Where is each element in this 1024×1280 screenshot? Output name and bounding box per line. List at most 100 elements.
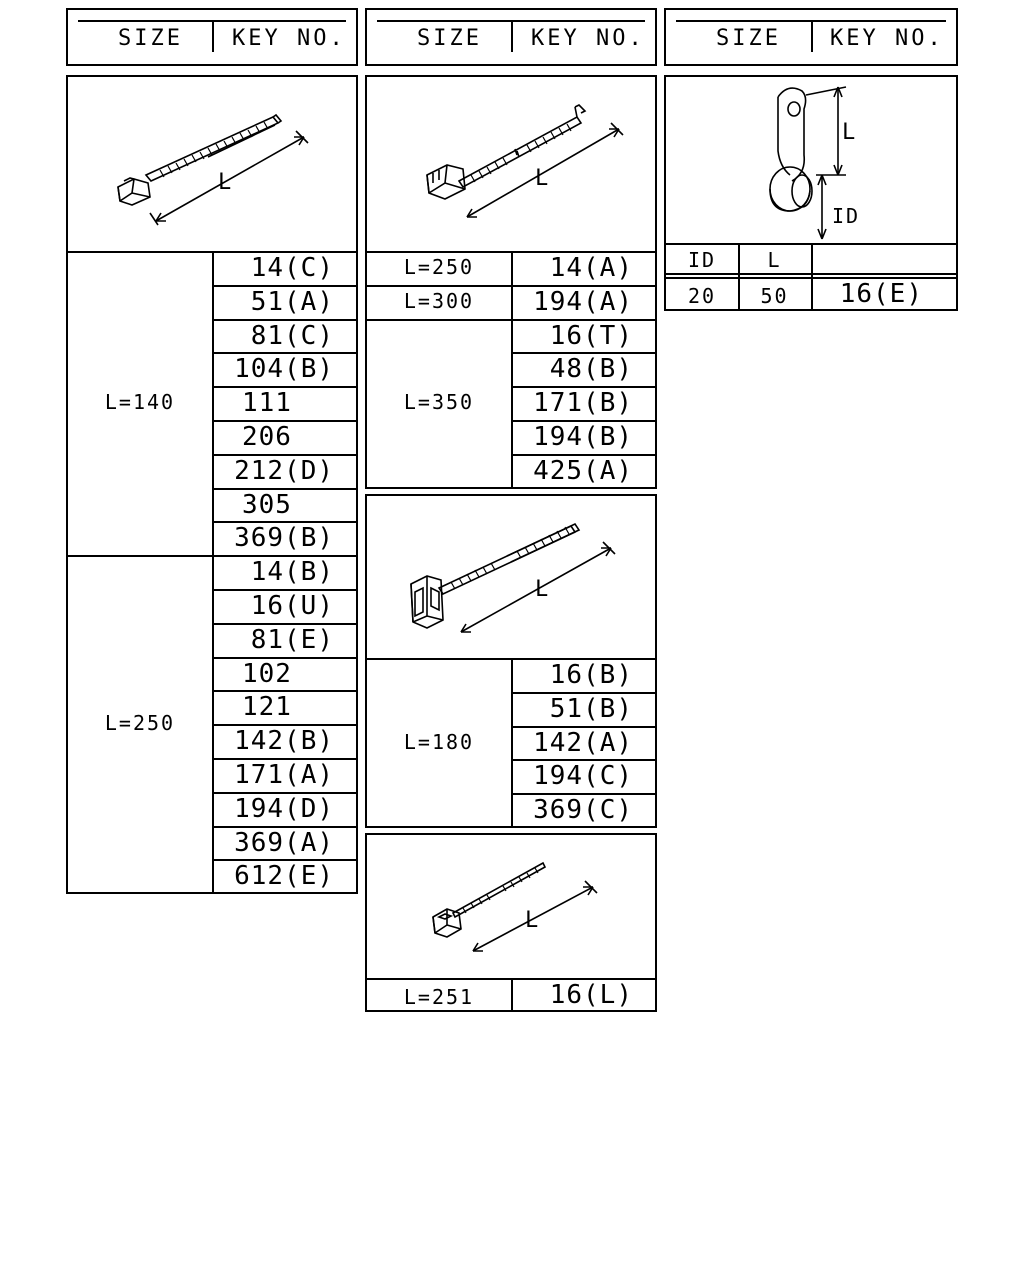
col2c-table: L L=251 16(L) — [365, 833, 657, 1012]
row-rule — [511, 793, 655, 796]
row-rule — [212, 656, 356, 659]
header-rule — [676, 20, 946, 22]
header-size-label: SIZE — [716, 26, 781, 51]
dim-l-label: L — [842, 120, 855, 145]
header-size-label: SIZE — [118, 26, 183, 51]
col-divider — [738, 243, 740, 309]
id-header: ID — [687, 248, 717, 272]
key-cell: 14(B) — [250, 557, 334, 588]
size-cell: L=300 — [403, 288, 475, 313]
header-key-label: KEY NO. — [232, 26, 346, 51]
key-cell: 102 — [242, 658, 292, 689]
row-rule — [212, 453, 356, 456]
row-rule — [212, 386, 356, 389]
col2a-table: L L=250 14(A) L=300 194(A) L=350 16(T)48(B)17… — [365, 75, 657, 489]
size-cell: L=350 — [403, 390, 475, 415]
key-cell: 171(A) — [234, 760, 334, 790]
dim-l-label: L — [535, 166, 548, 191]
col3-table: L ID ID L 20 50 16(E) — [664, 75, 958, 311]
cable-tie-angled-icon: L — [117, 113, 309, 226]
row-rule — [511, 386, 655, 389]
row-rule — [511, 691, 655, 694]
key-cell: 612(E) — [234, 861, 334, 892]
row-rule — [212, 352, 356, 355]
size-cell: L=180 — [403, 729, 475, 754]
l-cell: 50 — [760, 284, 789, 308]
col-divider — [511, 251, 513, 488]
row-rule — [212, 521, 356, 524]
header-divider — [212, 22, 214, 52]
key-cell: 48(B) — [549, 354, 633, 385]
key-cell: 51(B) — [549, 693, 633, 724]
header-box-3: SIZE KEY NO. — [664, 8, 958, 66]
col-divider — [511, 978, 513, 1010]
id-cell: 20 — [687, 284, 717, 308]
col-divider — [511, 658, 513, 827]
key-cell: 16(U) — [250, 591, 334, 621]
row-rule — [511, 725, 655, 728]
key-cell: 16(T) — [549, 320, 633, 351]
dim-l-label: L — [218, 170, 231, 195]
key-cell: 369(A) — [234, 827, 334, 858]
row-rule — [212, 724, 356, 727]
cable-tie-releasable-icon: L — [410, 522, 616, 633]
key-cell: 171(B) — [533, 388, 633, 419]
row-rule — [212, 791, 356, 794]
key-cell: 111 — [242, 388, 292, 419]
row-rule — [212, 690, 356, 693]
row-rule — [212, 420, 356, 422]
header-divider — [811, 22, 813, 52]
dim-id-label: ID — [832, 204, 860, 228]
header-box-2: SIZE KEY NO. — [365, 8, 657, 66]
key-cell: 305 — [242, 489, 292, 520]
row-rule — [511, 453, 655, 456]
key-cell: 14(A) — [549, 253, 633, 283]
key-cell: 121 — [242, 692, 292, 723]
key-cell: 14(C) — [250, 253, 334, 283]
row-rule — [212, 318, 356, 321]
key-cell: 142(A) — [533, 727, 633, 758]
row-rule — [212, 825, 356, 828]
key-cell: 194(B) — [533, 422, 633, 452]
cable-tie-push-mount-icon: L — [426, 104, 624, 218]
row-rule — [212, 758, 356, 760]
size-cell: L=140 — [104, 390, 176, 415]
key-cell: 194(A) — [533, 286, 633, 317]
size-cell: L=250 — [403, 254, 475, 279]
key-cell: 369(B) — [234, 523, 334, 554]
col-divider — [212, 251, 214, 894]
header-divider — [511, 22, 513, 52]
key-cell: 212(D) — [234, 455, 334, 486]
header-key-label: KEY NO. — [830, 26, 944, 51]
row-rule — [212, 589, 356, 591]
header-rule — [78, 20, 346, 22]
row-rule — [212, 487, 356, 490]
col-divider — [811, 243, 813, 309]
header-box-1: SIZE KEY NO. — [66, 8, 358, 66]
key-cell: 206 — [242, 422, 292, 452]
dim-l-label: L — [525, 908, 538, 933]
header-size-label: SIZE — [417, 26, 482, 51]
key-cell: 51(A) — [250, 286, 334, 317]
key-cell: 81(E) — [250, 624, 334, 655]
key-cell: 194(D) — [234, 793, 334, 824]
header-key-label: KEY NO. — [531, 26, 645, 51]
header-rule — [377, 20, 645, 22]
key-cell: 369(C) — [533, 795, 633, 826]
size-cell: L=251 — [403, 985, 475, 1009]
cable-tie-small-icon: L — [432, 861, 598, 952]
row-rule — [212, 622, 356, 625]
key-cell: 425(A) — [533, 455, 633, 486]
row-rule — [511, 420, 655, 422]
key-cell: 104(B) — [234, 354, 334, 385]
key-cell: 142(B) — [234, 726, 334, 757]
key-cell: 81(C) — [250, 320, 334, 351]
row-rule — [212, 859, 356, 862]
key-cell: 16(E) — [839, 279, 923, 309]
dim-l-label: L — [535, 577, 548, 602]
size-cell: L=250 — [104, 711, 176, 736]
row-rule — [212, 284, 356, 287]
key-cell: 16(B) — [549, 660, 633, 690]
